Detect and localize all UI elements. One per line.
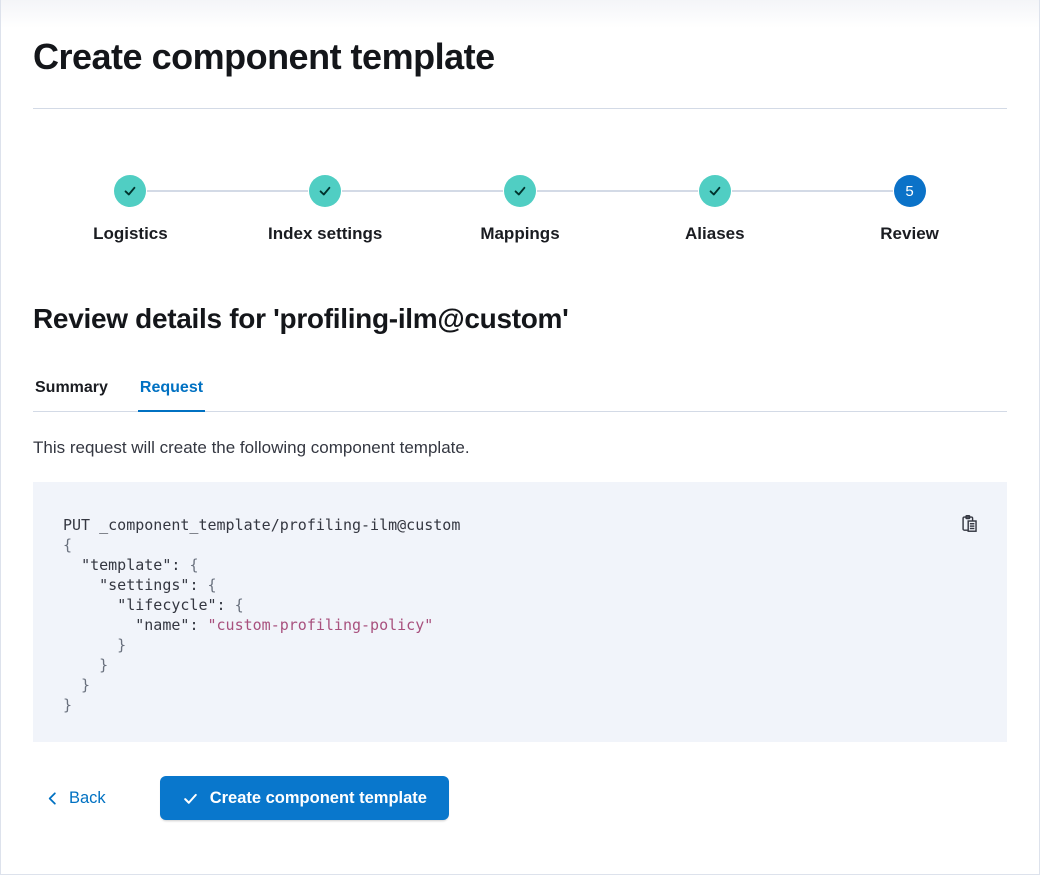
- copy-clipboard-button[interactable]: [955, 509, 983, 537]
- stepper-step-logistics[interactable]: Logistics: [33, 175, 228, 247]
- back-button[interactable]: Back: [33, 781, 118, 816]
- step-complete-check-icon: [114, 175, 147, 207]
- copy-clipboard-icon: [960, 514, 979, 533]
- stepper-step-mappings[interactable]: Mappings: [342, 175, 618, 247]
- step-label: Aliases: [685, 224, 745, 243]
- tab-summary[interactable]: Summary: [33, 379, 110, 411]
- step-complete-check-icon: [698, 175, 731, 207]
- check-icon: [182, 790, 199, 807]
- step-complete-check-icon: [309, 175, 342, 207]
- request-description: This request will create the following c…: [33, 438, 470, 457]
- tabs: Summary Request: [33, 379, 1007, 412]
- step-complete-check-icon: [503, 175, 536, 207]
- review-heading: Review details for 'profiling-ilm@custom…: [33, 303, 569, 334]
- step-label: Logistics: [93, 224, 168, 243]
- step-label: Index settings: [268, 224, 383, 243]
- create-button-label: Create component template: [209, 788, 427, 807]
- step-label: Mappings: [480, 224, 560, 243]
- step-label: Review: [880, 224, 939, 243]
- footer-actions: Back Create component template: [33, 776, 1007, 820]
- stepper-step-index-settings[interactable]: Index settings: [147, 175, 423, 247]
- stepper-step-aliases[interactable]: Aliases: [537, 175, 812, 247]
- request-code: PUT _component_template/profiling-ilm@cu…: [63, 516, 461, 714]
- header-divider: [33, 108, 1007, 109]
- chevron-left-icon: [45, 791, 60, 806]
- step-current-number: 5: [893, 175, 926, 207]
- create-component-template-button[interactable]: Create component template: [159, 776, 449, 820]
- tab-request[interactable]: Request: [137, 379, 206, 412]
- page-title: Create component template: [33, 36, 495, 77]
- request-code-block: PUT _component_template/profiling-ilm@cu…: [33, 482, 1007, 742]
- back-button-label: Back: [69, 788, 106, 807]
